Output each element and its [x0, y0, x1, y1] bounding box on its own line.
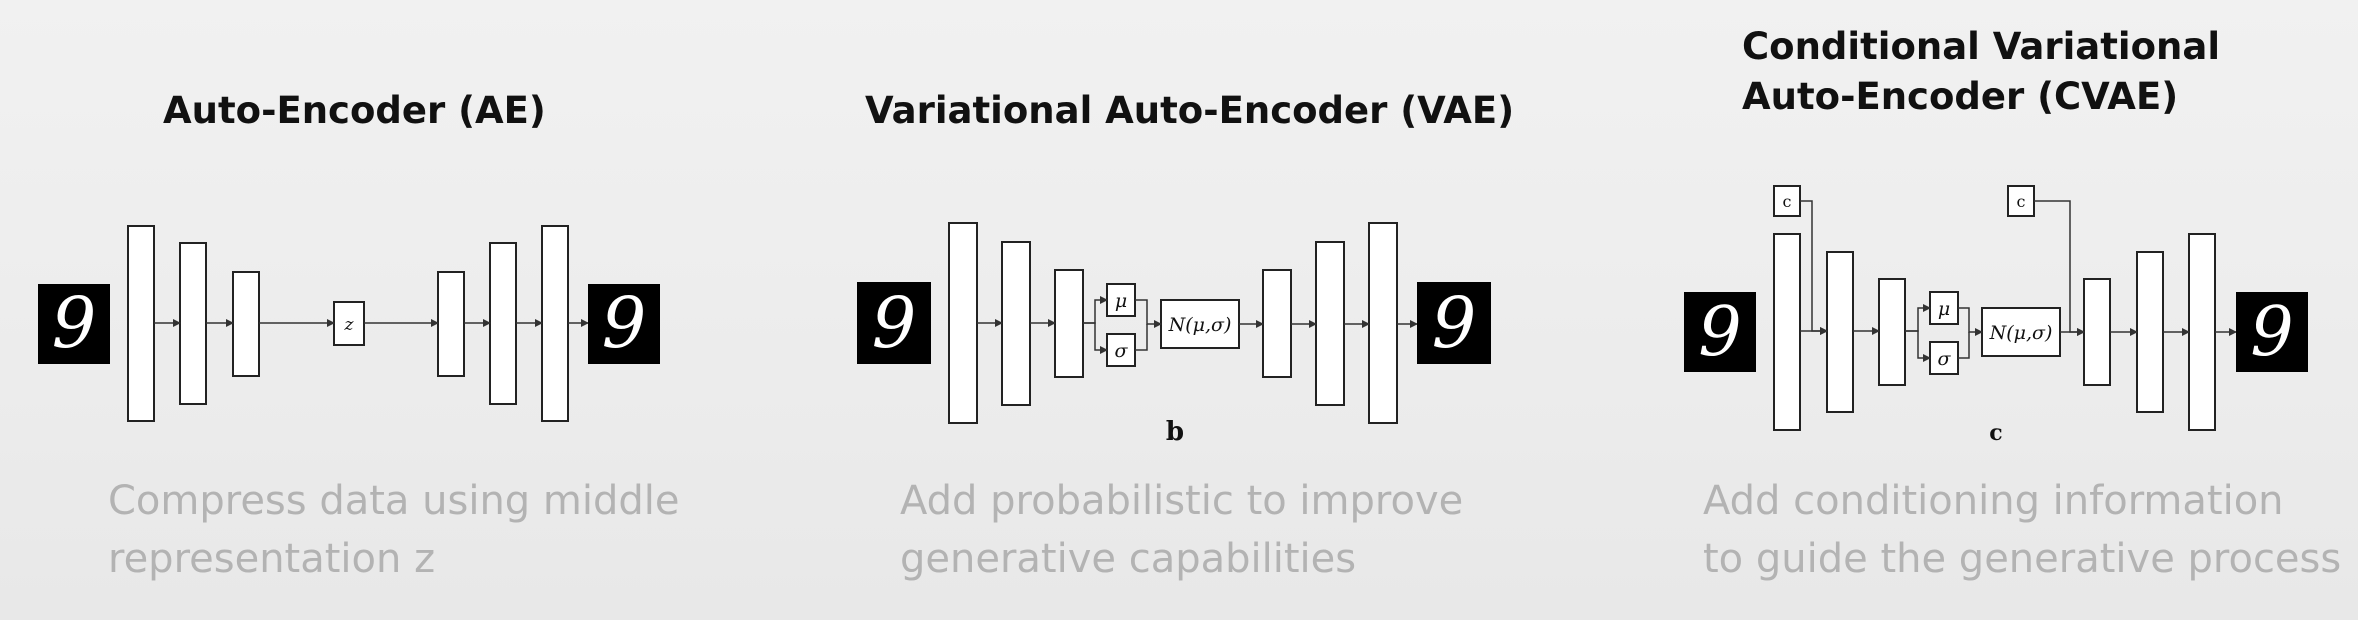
- cvae-panel: Conditional Variational Auto-Encoder (CV…: [1600, 0, 2358, 620]
- vae-title-line: Variational Auto-Encoder (VAE): [865, 89, 1515, 132]
- vae-encoder-layer-3: [1054, 269, 1084, 378]
- ae-output-digit: 9: [588, 282, 660, 364]
- cvae-condition-label-decoder: c: [2017, 192, 2026, 211]
- vae-diagram: 9 μ σ N(μ,σ) 9 b: [857, 222, 1491, 447]
- ae-caption-line-2: representation z: [108, 536, 436, 582]
- ae-diagram: 9 z 9: [38, 225, 660, 422]
- vae-panel: Variational Auto-Encoder (VAE) 9 μ σ N(μ…: [800, 0, 1560, 620]
- cvae-connections: [1800, 200, 2237, 362]
- vae-caption-line-2: generative capabilities: [900, 536, 1357, 582]
- cvae-input-digit: 9: [1684, 292, 1756, 372]
- cvae-encoder-layer-1: [1773, 233, 1801, 431]
- vae-sigma-box: [1106, 333, 1136, 367]
- vae-caption: Add probabilistic to improve generative …: [900, 472, 1463, 588]
- vae-output-digit-glyph: 9: [1432, 282, 1477, 364]
- cvae-encoder-layer-2: [1826, 251, 1854, 413]
- vae-encoder-layer-2: [1001, 241, 1031, 406]
- cvae-output-digit-glyph: 9: [2250, 293, 2293, 372]
- ae-decoder-layer-2: [489, 242, 517, 405]
- cvae-caption: Add conditioning information to guide th…: [1703, 472, 2341, 588]
- vae-caption-line-1: Add probabilistic to improve: [900, 478, 1464, 524]
- cvae-sigma-label: σ: [1938, 348, 1952, 370]
- vae-decoder-layer-1: [1262, 269, 1292, 378]
- ae-latent-label: z: [344, 315, 355, 335]
- cvae-title: Conditional Variational Auto-Encoder (CV…: [1742, 22, 2220, 122]
- vae-input-digit: 9: [857, 282, 931, 364]
- vae-input-digit-glyph: 9: [872, 282, 917, 364]
- ae-decoder-layer-1: [437, 271, 465, 377]
- cvae-title-line-1: Conditional Variational: [1742, 25, 2221, 68]
- vae-encoder-layer-1: [948, 222, 978, 424]
- cvae-title-line-2: Auto-Encoder (CVAE): [1742, 75, 2179, 118]
- ae-output-digit-glyph: 9: [602, 282, 647, 364]
- cvae-mu-label: μ: [1938, 298, 1950, 320]
- ae-title-line: Auto-Encoder (AE): [163, 89, 546, 132]
- cvae-decoder-layer-3: [2188, 233, 2216, 431]
- cvae-diagram: 9 c μ σ N(μ,σ) c: [1684, 185, 2308, 446]
- ae-caption-line-1: Compress data using middle: [108, 478, 680, 524]
- cvae-condition-label-encoder: c: [1783, 192, 1792, 211]
- vae-decoder-layer-3: [1368, 222, 1398, 424]
- vae-distribution-label: N(μ,σ): [1168, 314, 1232, 336]
- ae-caption: Compress data using middle representatio…: [108, 472, 679, 588]
- ae-title: Auto-Encoder (AE): [163, 86, 546, 136]
- ae-decoder-layer-3: [541, 225, 569, 422]
- vae-title: Variational Auto-Encoder (VAE): [865, 86, 1514, 136]
- cvae-encoder-layer-3: [1878, 278, 1906, 386]
- cvae-distribution-label: N(μ,σ): [1989, 322, 2053, 344]
- vae-decoder-layer-2: [1315, 241, 1345, 406]
- ae-encoder-layer-1: [127, 225, 155, 422]
- cvae-caption-line-2: to guide the generative process: [1703, 536, 2342, 582]
- vae-figure-letter: b: [1166, 417, 1184, 447]
- cvae-decoder-layer-2: [2136, 251, 2164, 413]
- vae-distribution-box: [1160, 299, 1240, 349]
- ae-encoder-layer-3: [232, 271, 260, 377]
- ae-panel: Auto-Encoder (AE) 9 z: [0, 0, 760, 620]
- cvae-caption-line-1: Add conditioning information: [1703, 478, 2284, 524]
- vae-sigma-label: σ: [1115, 340, 1129, 362]
- vae-mu-label: μ: [1115, 290, 1127, 312]
- cvae-condition-box-decoder: [2007, 185, 2035, 217]
- ae-encoder-layer-2: [179, 242, 207, 405]
- ae-latent-box: [333, 301, 365, 346]
- cvae-figure-letter: c: [1989, 420, 2002, 446]
- cvae-decoder-layer-1: [2083, 278, 2111, 386]
- ae-input-digit-glyph: 9: [52, 282, 97, 364]
- ae-input-digit: 9: [38, 282, 110, 364]
- vae-output-digit: 9: [1417, 282, 1491, 364]
- cvae-output-digit: 9: [2236, 292, 2308, 372]
- vae-connections: [977, 296, 1418, 354]
- cvae-input-digit-glyph: 9: [1698, 293, 1741, 372]
